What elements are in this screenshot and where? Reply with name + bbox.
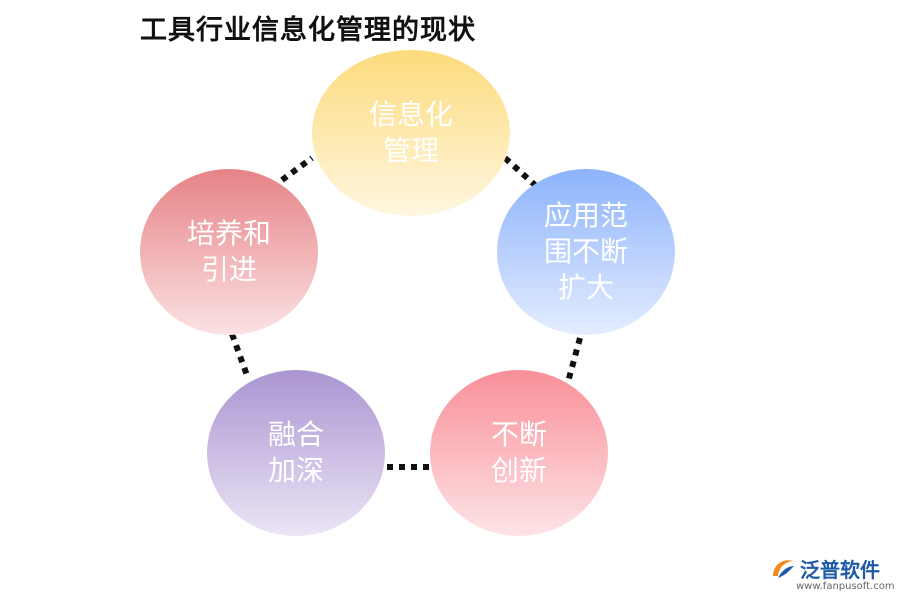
node-deepening-integration: 融合 加深 (207, 370, 385, 536)
connector-1-2 (502, 155, 538, 188)
connector-4-5 (229, 332, 251, 380)
node-training-and-recruitment: 培养和 引进 (140, 169, 318, 335)
node-label: 融合 加深 (267, 418, 324, 487)
node-label: 不断 创新 (490, 418, 547, 487)
node-scope-expanding: 应用范 围不断 扩大 (497, 169, 675, 335)
connector-2-3 (565, 337, 583, 383)
node-label: 培养和 引进 (186, 217, 271, 286)
node-label: 应用范 围不断 扩大 (543, 199, 628, 304)
node-continuous-innovation: 不断 创新 (430, 370, 608, 536)
fanpu-logo-icon (773, 560, 794, 578)
node-label: 信息化 管理 (368, 98, 453, 167)
logo-url: www.fanpusoft.com (796, 581, 895, 592)
logo-name: 泛普软件 (800, 558, 880, 582)
node-informatization-management: 信息化 管理 (312, 50, 510, 216)
fanpu-logo: 泛普软件 www.fanpusoft.com (770, 554, 895, 594)
page-title: 工具行业信息化管理的现状 (140, 15, 476, 46)
connector-5-1 (280, 155, 314, 183)
